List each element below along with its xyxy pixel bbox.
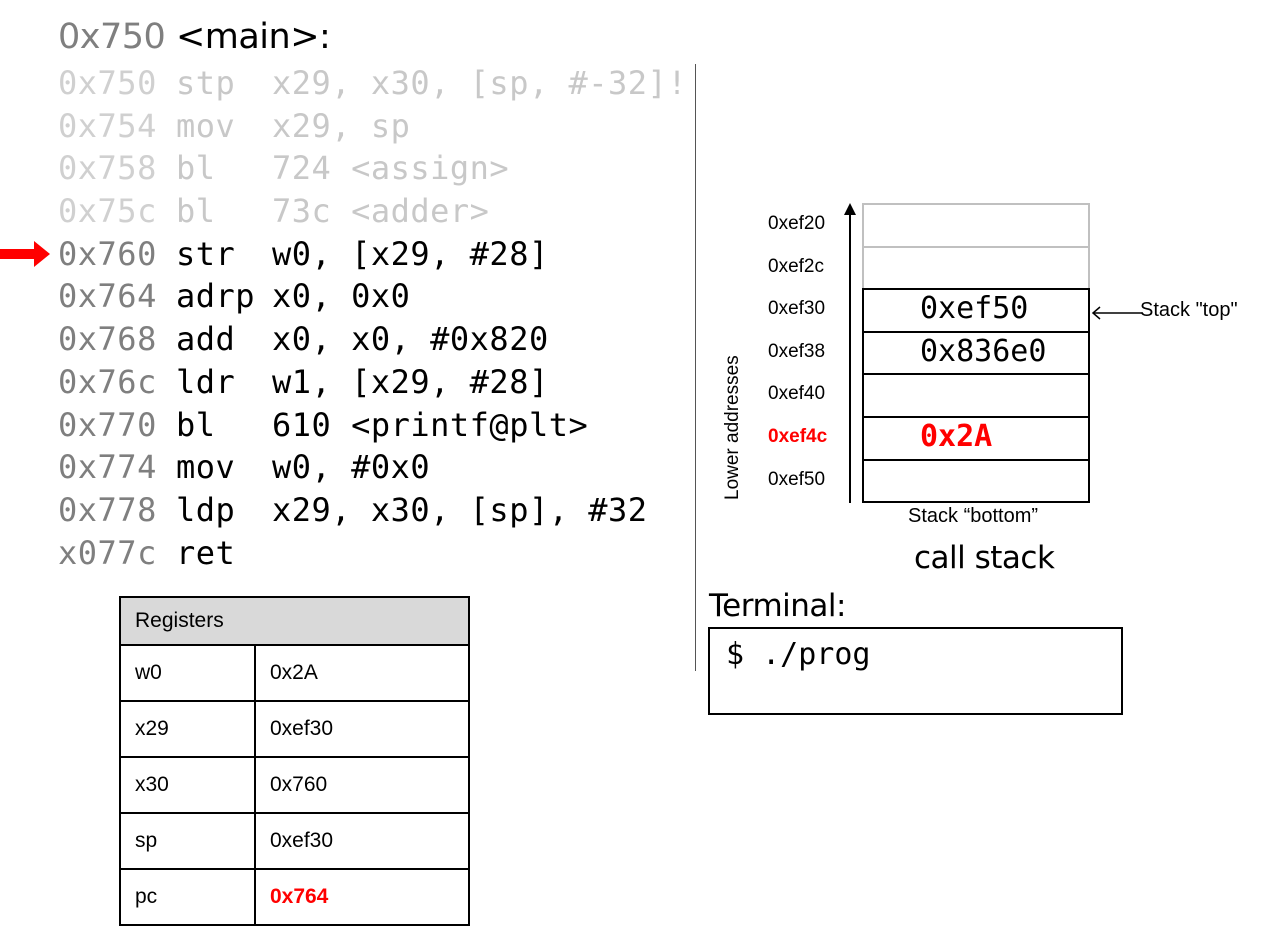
register-value: 0x760 — [253, 756, 471, 814]
stack-slot-address: 0xef2c — [768, 255, 824, 277]
instruction-operands: 610 <printf@plt> — [272, 405, 589, 444]
instruction-opcode: bl — [176, 192, 216, 231]
instruction-opcode: str — [176, 234, 236, 273]
instruction-operands: x29, x30, [sp], #32 — [272, 490, 648, 529]
instruction-address: 0x774 — [58, 448, 157, 487]
instruction-opcode: ldp — [176, 490, 236, 529]
instruction-opcode: ret — [176, 533, 236, 572]
instruction-address: 0x768 — [58, 320, 157, 359]
lower-addresses-label: Lower addresses — [722, 355, 743, 500]
instruction-opcode: bl — [176, 405, 216, 444]
register-value: 0xef30 — [253, 812, 471, 870]
code-line: x077c ret — [58, 532, 688, 575]
code-line: 0x76c ldr w1, [x29, #28] — [58, 361, 688, 404]
code-line: 0x764 adrp x0, 0x0 — [58, 275, 688, 318]
function-header: 0x750 <main>: — [58, 14, 331, 60]
register-name: w0 — [119, 644, 256, 702]
stack-slot — [862, 458, 1090, 504]
vertical-divider — [695, 64, 696, 671]
stack-slot — [862, 203, 1090, 248]
register-name: sp — [119, 812, 256, 870]
register-name: x29 — [119, 700, 256, 758]
stack-slot-address: 0xef50 — [768, 468, 826, 490]
instruction-opcode: bl — [176, 149, 216, 188]
code-line: 0x770 bl 610 <printf@plt> — [58, 404, 688, 447]
code-line: 0x754 mov x29, sp — [58, 105, 688, 148]
stack-slot-address: 0xef20 — [768, 213, 826, 234]
instruction-operands: x0, 0x0 — [272, 277, 411, 316]
code-line: 0x768 add x0, x0, #0x820 — [58, 318, 688, 361]
instruction-opcode: ldr — [176, 362, 236, 401]
register-value: 0x2A — [253, 644, 471, 702]
instruction-address: 0x750 — [58, 64, 157, 102]
instruction-operands: x29, x30, [sp, #-32]! — [272, 64, 688, 102]
stack-top-label: Stack "top" — [1140, 299, 1238, 321]
register-value: 0xef30 — [253, 700, 471, 758]
instruction-operands: 73c <adder> — [272, 192, 490, 231]
instruction-address: 0x770 — [58, 405, 157, 444]
register-value: 0x764 — [253, 868, 471, 926]
instruction-operands: w0, #0x0 — [272, 448, 431, 487]
instruction-opcode: mov — [176, 448, 236, 487]
call-stack-diagram: Lower addresses Stack "top" Stack “botto… — [700, 195, 1280, 595]
instruction-operands: x29, sp — [272, 106, 411, 145]
terminal-output: $ ./prog — [708, 627, 1123, 715]
instruction-opcode: mov — [176, 106, 236, 145]
current-instruction-arrow-icon — [0, 241, 50, 267]
stack-slot-address: 0xef38 — [768, 340, 826, 362]
assembly-listing: 0x750 stp x29, x30, [sp, #-32]! 0x754 mov x29… — [58, 62, 688, 574]
instruction-address: 0x778 — [58, 490, 157, 529]
instruction-opcode: adrp — [176, 277, 256, 316]
instruction-opcode: stp — [176, 64, 236, 102]
stack-slot — [862, 245, 1090, 291]
stack-slot-address: 0xef4c — [768, 426, 828, 447]
stack-bottom-label: Stack “bottom” — [908, 505, 1039, 527]
stack-slot: 0x2A — [862, 416, 1090, 461]
register-name: pc — [119, 868, 256, 926]
terminal-title: Terminal: — [709, 588, 846, 624]
instruction-address: 0x764 — [58, 277, 157, 316]
instruction-address: 0x75c — [58, 192, 157, 231]
function-label: <main>: — [175, 17, 331, 57]
registers-header: Registers — [119, 596, 470, 646]
instruction-operands: w0, [x29, #28] — [272, 234, 549, 273]
instruction-operands: w1, [x29, #28] — [272, 362, 549, 401]
instruction-address: 0x76c — [58, 362, 157, 401]
code-line: 0x75c bl 73c <adder> — [58, 190, 688, 233]
code-line: 0x778 ldp x29, x30, [sp], #32 — [58, 489, 688, 532]
code-line: 0x774 mov w0, #0x0 — [58, 446, 688, 489]
stack-slot: 0x836e0 — [862, 330, 1090, 376]
axis-arrow-up-icon — [844, 203, 856, 215]
stack-slot: 0xef50 — [862, 288, 1090, 333]
code-line: 0x760 str w0, [x29, #28] — [58, 233, 688, 276]
stack-slot-address: 0xef40 — [768, 383, 826, 405]
function-address: 0x750 — [58, 17, 166, 57]
register-name: x30 — [119, 756, 256, 814]
code-line: 0x750 stp x29, x30, [sp, #-32]! — [58, 62, 688, 105]
instruction-address: 0x760 — [58, 234, 157, 273]
instruction-address: 0x758 — [58, 149, 157, 188]
stack-slot-address: 0xef30 — [768, 298, 826, 320]
instruction-address: 0x754 — [58, 106, 157, 145]
call-stack-caption: call stack — [914, 540, 1055, 576]
instruction-address: x077c — [58, 533, 157, 572]
stack-top-arrow-icon — [1091, 306, 1142, 320]
code-line: 0x758 bl 724 <assign> — [58, 147, 688, 190]
stack-slot — [862, 373, 1090, 418]
address-axis — [849, 205, 851, 503]
instruction-opcode: add — [176, 320, 236, 359]
instruction-operands: 724 <assign> — [272, 149, 510, 188]
instruction-operands: x0, x0, #0x820 — [272, 320, 549, 359]
